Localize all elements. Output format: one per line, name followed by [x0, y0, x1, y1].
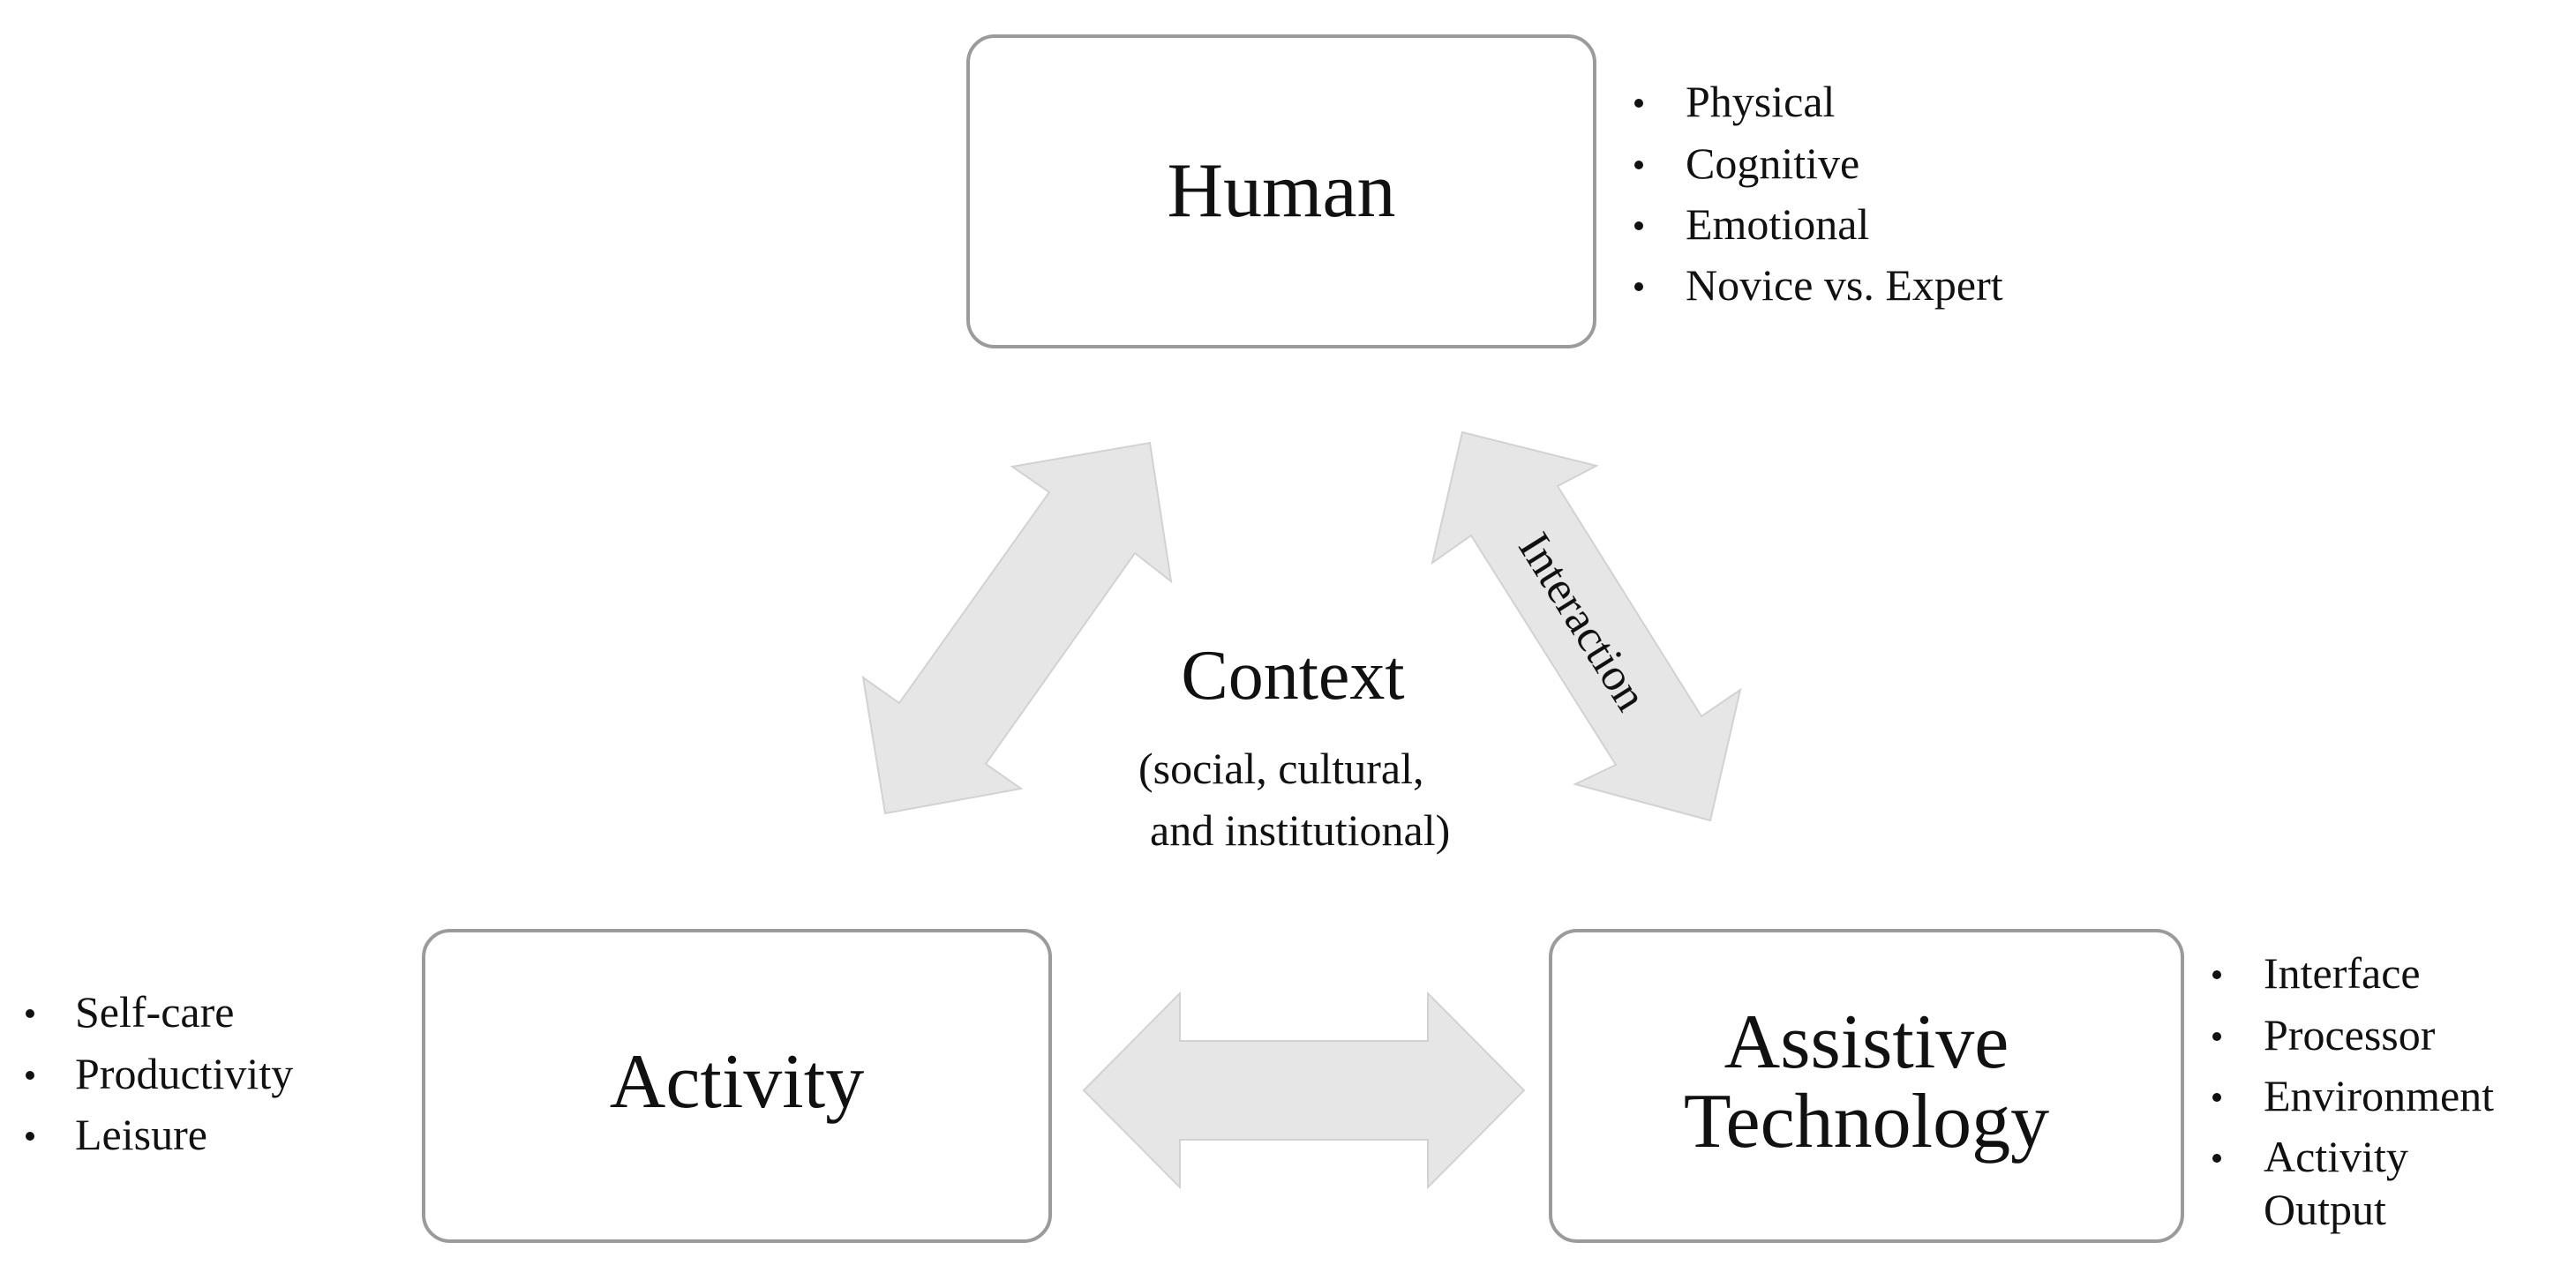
context-title: Context	[1181, 637, 1404, 715]
assistive-technology-box	[1549, 929, 2184, 1243]
context-subtitle-line2: and institutional)	[1150, 805, 1450, 855]
bullet-dot	[1634, 221, 1643, 230]
bullet-dot	[26, 1009, 34, 1018]
bullet-dot	[1634, 99, 1643, 108]
list-item: Processor	[2264, 1010, 2436, 1059]
list-item: Environment	[2264, 1071, 2494, 1120]
list-item: Novice vs. Expert	[1686, 260, 2003, 310]
human-attribute-list: Physical Cognitive Emotional Novice vs. …	[1634, 77, 2003, 310]
list-item: Activity	[2264, 1132, 2408, 1181]
arrow-activity-technology	[1082, 991, 1526, 1190]
double-arrow-human-technology-shape	[1431, 430, 1742, 822]
bullet-dot	[1634, 282, 1643, 291]
activity-box	[422, 929, 1052, 1243]
context-label-group: Context (social, cultural, and instituti…	[1138, 637, 1450, 855]
activity-node: Activity	[422, 929, 1052, 1243]
assistive-technology-title-line2: Technology	[1684, 1079, 2049, 1164]
list-item: Interface	[2264, 948, 2421, 998]
context-subtitle-line1: (social, cultural,	[1138, 744, 1424, 793]
human-title: Human	[1167, 148, 1395, 234]
human-box	[966, 34, 1596, 348]
assistive-technology-node: Assistive Technology	[1549, 929, 2184, 1243]
bullet-dot	[26, 1132, 34, 1141]
technology-attribute-list: Interface Processor Environment Activity…	[2212, 948, 2494, 1234]
list-item: Physical	[1686, 77, 1835, 126]
double-arrow-activity-technology-shape	[1082, 991, 1526, 1190]
bullet-dot	[2212, 1154, 2221, 1163]
arrow-activity-human	[861, 441, 1173, 815]
bullet-dot	[1634, 161, 1643, 169]
list-item-continuation: Output	[2264, 1185, 2386, 1234]
bullet-dot	[2212, 1093, 2221, 1102]
list-item: Cognitive	[1686, 138, 1859, 188]
bullet-dot	[2212, 970, 2221, 979]
activity-attribute-list: Self-care Productivity Leisure	[26, 987, 293, 1159]
activity-title: Activity	[610, 1039, 864, 1125]
arrow-human-technology: Interaction	[1431, 430, 1742, 822]
list-item: Productivity	[75, 1049, 293, 1098]
list-item: Emotional	[1686, 199, 1869, 249]
bullet-dot	[2212, 1032, 2221, 1041]
bullet-dot	[26, 1071, 34, 1080]
double-arrow-activity-human-shape	[861, 441, 1173, 815]
list-item: Leisure	[75, 1110, 207, 1159]
assistive-technology-title-line1: Assistive	[1724, 999, 2009, 1085]
list-item: Self-care	[75, 987, 234, 1037]
human-node: Human	[966, 34, 1596, 348]
